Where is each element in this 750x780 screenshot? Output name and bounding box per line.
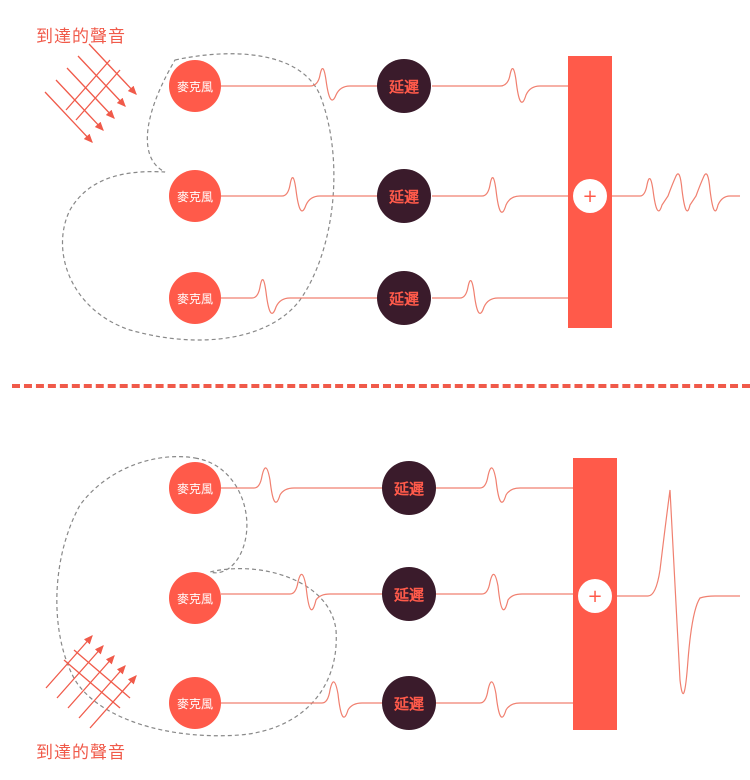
wire-bottom-1-b <box>436 467 573 503</box>
sum-symbol-bottom: + <box>578 579 612 613</box>
incoming-sound-label-bottom: 到達的聲音 <box>36 743 126 763</box>
microphone-top-1: 麥克風 <box>169 60 221 112</box>
incoming-arrows-top <box>44 43 137 143</box>
wire-bottom-3-a <box>221 681 384 718</box>
wire-top-2-b <box>432 177 569 213</box>
wire-top-1-a <box>221 68 378 101</box>
incoming-arrows-bottom <box>45 635 137 729</box>
microphone-bottom-1: 麥克風 <box>169 462 221 514</box>
wire-bottom-3-b <box>436 681 573 718</box>
sum-symbol-top: + <box>573 179 607 213</box>
wire-bottom-1-a <box>221 467 384 503</box>
delay-top-2: 延遲 <box>377 169 431 223</box>
wire-bottom-2-b <box>436 573 573 611</box>
microphone-top-2: 麥克風 <box>169 170 221 222</box>
wire-top-3-b <box>432 280 569 314</box>
delay-top-3: 延遲 <box>377 271 431 325</box>
microphone-top-3: 麥克風 <box>169 272 221 324</box>
section-divider <box>12 384 750 388</box>
delay-top-1: 延遲 <box>377 59 431 113</box>
wire-top-3-a <box>221 279 378 314</box>
polar-pattern-bottom <box>56 456 337 737</box>
wire-bottom-2-a <box>221 573 384 611</box>
delay-bottom-2: 延遲 <box>382 567 436 621</box>
wire-top-2-a <box>221 177 378 212</box>
delay-bottom-3: 延遲 <box>382 676 436 730</box>
output-bottom <box>617 489 740 694</box>
delay-bottom-1: 延遲 <box>382 461 436 515</box>
microphone-bottom-2: 麥克風 <box>169 572 221 624</box>
wire-top-1-b <box>432 68 569 103</box>
microphone-bottom-3: 麥克風 <box>169 677 221 729</box>
output-top <box>612 173 740 212</box>
incoming-sound-label-top: 到達的聲音 <box>36 27 126 47</box>
